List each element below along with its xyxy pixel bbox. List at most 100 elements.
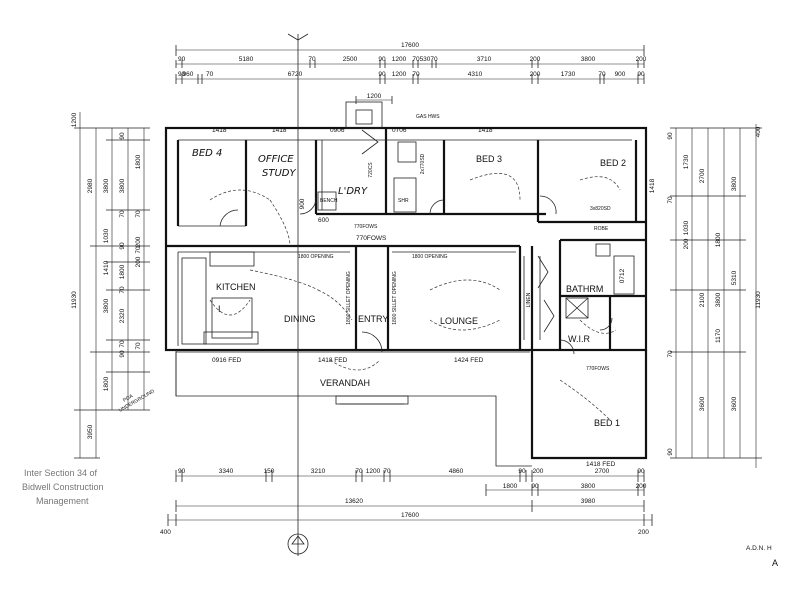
- note-line2: Bidwell Construction: [22, 482, 104, 492]
- dim-bottom-r3-1: 3980: [581, 498, 596, 505]
- bottom-dimensions: 90 3340 150 3210 70 1200 70 4860 90 200 …: [160, 468, 653, 536]
- dim-top-r1-6: 70: [412, 56, 420, 63]
- room-office: OFFICE: [258, 154, 294, 165]
- dim-bottom-r3-0: 13620: [345, 498, 363, 505]
- dim-top-r1-5: 1200: [392, 56, 407, 63]
- dim-right-c4-4: 70: [667, 350, 674, 358]
- dim-left-c3-7: 70: [119, 340, 126, 348]
- dim-top-r1-4: 90: [378, 56, 386, 63]
- dim-left-c2-1: 1030: [103, 228, 110, 243]
- label-robe-doors-2: 3x820SD: [590, 206, 611, 212]
- dim-window-2: 0906: [330, 127, 345, 134]
- dim-top-r1-12: 200: [636, 56, 647, 63]
- label-fed-0916: 0916 FED: [212, 357, 242, 364]
- door-swings: [219, 129, 613, 355]
- room-laundry: L'DRY: [338, 186, 368, 197]
- dim-left-outer-3: 3950: [87, 424, 94, 439]
- dim-right-c4-3: 200: [683, 238, 690, 249]
- label-robe-doors-3: 2x770SD: [420, 153, 426, 174]
- label-opening-d: 1800 SILLET OPENING: [392, 271, 398, 325]
- room-dining: DINING: [284, 314, 316, 324]
- room-labels: BED 4 OFFICE STUDY L'DRY BED 3 BED 2 KIT…: [192, 148, 626, 428]
- dim-bottom-r1-4: 70: [355, 468, 363, 475]
- dim-top-r2-10: 70: [598, 71, 606, 78]
- dim-left-c2-4: 1800: [103, 376, 110, 391]
- dim-left-c4-5: 70: [135, 342, 142, 350]
- dim-top-r1-1: 5180: [239, 56, 254, 63]
- dim-left-c3-8: 90: [119, 350, 126, 358]
- label-opening-a: 1800 OPENING: [298, 254, 334, 260]
- dim-left-c3-0: 90: [119, 132, 126, 140]
- north-axis: [287, 33, 309, 556]
- dim-bottom-r1-0: 90: [178, 468, 186, 475]
- dim-left-outer-0: 1200: [71, 112, 78, 127]
- room-study: STUDY: [262, 168, 296, 179]
- note-line3: Management: [36, 496, 89, 506]
- dim-bottom-r1-10: 2700: [595, 468, 610, 475]
- label-poa: POA: [122, 393, 135, 404]
- note-line1: Inter Section 34 of: [24, 468, 98, 478]
- dim-left-outer-1: 2980: [87, 178, 94, 193]
- dim-top-r1-7: 530: [420, 56, 431, 63]
- dim-right-c4-0: 1418: [649, 178, 656, 193]
- dim-right-c4-2: 90: [667, 132, 674, 140]
- dim-bottom-end-200: 200: [638, 529, 649, 536]
- dim-top-r2-8: 200: [530, 71, 541, 78]
- label-fed-1418: 1418 FED: [318, 357, 348, 364]
- dim-left-c4-4: 200: [135, 256, 142, 267]
- dim-left-c4-1: 70: [135, 210, 142, 218]
- dim-top-r2-7: 4310: [468, 71, 483, 78]
- dim-window-4: 1418: [478, 127, 493, 134]
- dim-right-c2-1: 5310: [731, 270, 738, 285]
- dim-top-r2-4: 90: [378, 71, 386, 78]
- dim-bottom-r2-3: 200: [636, 483, 647, 490]
- dim-right-outer-0: 400: [755, 126, 762, 137]
- dim-right-outer-1: 11930: [755, 291, 762, 309]
- dim-window-3: 0706: [392, 127, 407, 134]
- dim-left-c3-5: 70: [119, 286, 126, 294]
- room-bed2: BED 2: [600, 158, 626, 168]
- dim-right-c3-0: 1730: [683, 154, 690, 169]
- label-mark-i: I: [218, 304, 221, 314]
- dim-top-r1-10: 200: [530, 56, 541, 63]
- room-bathroom: BATHRM: [566, 284, 603, 294]
- label-shr: SHR: [398, 198, 409, 204]
- dim-window-0: 1418: [212, 127, 227, 134]
- dim-bottom-r1-7: 4860: [449, 468, 464, 475]
- dim-bottom-r1-9: 200: [533, 468, 544, 475]
- room-lounge: LOUNGE: [440, 316, 478, 326]
- label-770fows-b: 770FOWS: [586, 366, 610, 372]
- label-fed-1418b: 1418 FED: [586, 461, 616, 468]
- dim-right-c3-5: 1170: [715, 329, 722, 343]
- notes: Inter Section 34 of Bidwell Construction…: [22, 468, 778, 568]
- dim-right-c4-1: 70: [667, 196, 674, 204]
- dim-right-c2-3: 3600: [731, 396, 738, 411]
- dim-left-c2-3: 3800: [103, 298, 110, 313]
- dim-right-c3-2: 1030: [683, 220, 690, 235]
- dim-left-c4-0: 1800: [135, 154, 142, 169]
- label-robe: ROBE: [594, 226, 609, 232]
- dim-top-r1-3: 2500: [343, 56, 358, 63]
- dim-bottom-overall: 17600: [401, 512, 419, 519]
- electrical-layout: [209, 172, 621, 421]
- dim-left-c3-2: 70: [119, 210, 126, 218]
- fixture-labels: GAS HWS SHR BENCH ROBE 2x770SD 3x820SD 7…: [118, 114, 616, 468]
- left-dimensions: 1200 2980 11930 3950 3800 1030 1410 3800…: [71, 112, 150, 459]
- dim-top-r2-1: 960: [183, 71, 194, 78]
- dim-right-c3-4: 2100: [699, 292, 706, 307]
- dim-right-c2-2: 3800: [715, 292, 722, 307]
- dim-overall-top: 17600: [401, 42, 419, 49]
- dim-right-c4-5: 90: [667, 448, 674, 456]
- dim-right-c2-0: 3800: [731, 176, 738, 191]
- room-bed1: BED 1: [594, 418, 620, 428]
- label-fed-1424: 1424 FED: [454, 357, 484, 364]
- dim-bottom-r1-3: 3210: [311, 468, 326, 475]
- room-wir: W.I.R: [568, 334, 590, 344]
- dim-bottom-r2-0: 1800: [503, 483, 518, 490]
- dim-bottom-r1-5: 1200: [366, 468, 381, 475]
- room-linen: LINEN: [526, 292, 532, 307]
- dim-bottom-r2-1: 90: [531, 483, 539, 490]
- dim-left-c3-3: 90: [119, 242, 126, 250]
- dim-top-small: 1200: [367, 93, 382, 100]
- dim-interior-0: 600: [318, 217, 329, 224]
